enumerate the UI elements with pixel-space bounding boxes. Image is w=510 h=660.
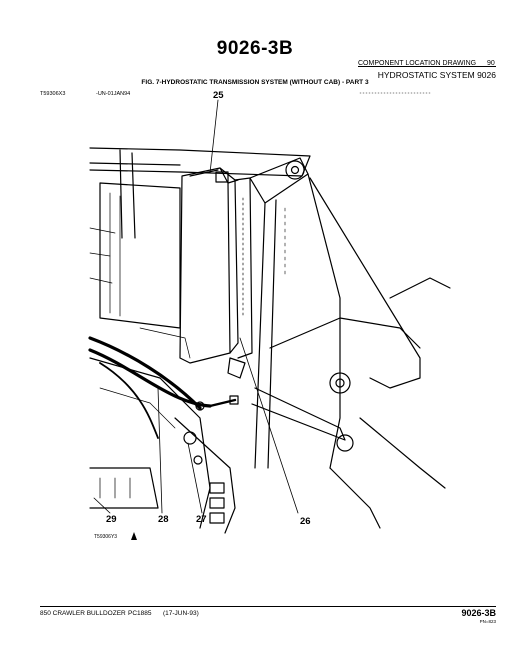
- footer-rule: [40, 606, 496, 607]
- footer-sub-code: PN=823: [479, 619, 496, 624]
- callout-27: 27: [196, 514, 207, 525]
- section-label: COMPONENT LOCATION DRAWING: [358, 60, 477, 67]
- component-drawing: 25 26 27 28 29 T59306Y3: [88, 90, 451, 540]
- header-rule: [358, 66, 496, 67]
- section-page-number: 90: [487, 60, 495, 67]
- footer-machine: 850 CRAWLER BULLDOZER: [40, 610, 126, 617]
- bottom-figure-code: T59306Y3: [94, 534, 117, 540]
- callout-25: 25: [213, 90, 224, 101]
- callout-26: 26: [300, 516, 311, 527]
- figure-image-id: T59306X3: [40, 91, 66, 97]
- figure-title: FIG. 7-HYDROSTATIC TRANSMISSION SYSTEM (…: [141, 79, 369, 86]
- footer-page-number: 9026-3B: [461, 608, 496, 618]
- footer-date: (17-JUN-93): [163, 610, 199, 617]
- group-label: HYDROSTATIC SYSTEM 9026: [377, 70, 496, 80]
- page-title: 9026-3B: [216, 38, 294, 59]
- north-arrow-icon: [131, 532, 137, 540]
- callout-29: 29: [106, 514, 117, 525]
- figure-date-code: -UN-01JAN94: [96, 91, 131, 97]
- footer-publication: PC1885: [128, 610, 152, 617]
- callout-28: 28: [158, 514, 169, 525]
